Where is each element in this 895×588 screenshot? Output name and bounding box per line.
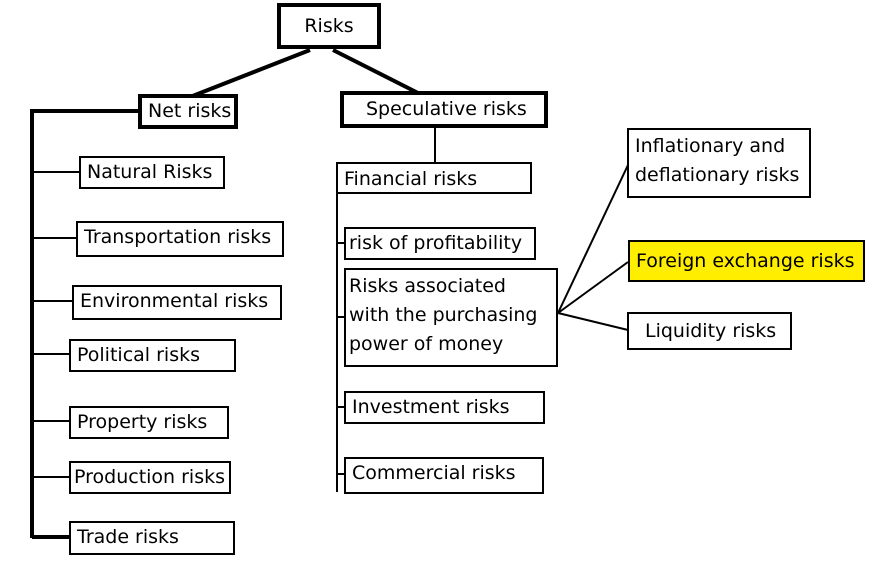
node-inflationary-deflationary-risks: Inflationary and deflationary risks bbox=[627, 128, 811, 198]
fan-inflation bbox=[557, 164, 629, 314]
node-risks: Risks bbox=[277, 3, 381, 49]
node-property-risks: Property risks bbox=[69, 406, 229, 439]
node-financial-risks: Financial risks bbox=[336, 162, 532, 194]
connector-root-speculative bbox=[332, 48, 421, 96]
node-commercial-risks: Commercial risks bbox=[344, 457, 544, 494]
node-production-risks: Production risks bbox=[69, 461, 231, 494]
node-risk-of-profitability: risk of profitability bbox=[344, 227, 536, 260]
node-transportation-risks: Transportation risks bbox=[76, 221, 284, 257]
fan-foreign-exchange bbox=[557, 261, 629, 314]
node-investment-risks: Investment risks bbox=[344, 391, 545, 424]
fan-liquidity bbox=[557, 312, 629, 331]
node-trade-risks: Trade risks bbox=[69, 521, 235, 555]
node-purchasing-power-risks: Risks associated with the purchasing pow… bbox=[344, 268, 558, 367]
node-foreign-exchange-risks: Foreign exchange risks bbox=[628, 240, 865, 282]
node-natural-risks: Natural Risks bbox=[79, 156, 225, 189]
node-speculative-risks: Speculative risks bbox=[340, 91, 548, 128]
node-liquidity-risks: Liquidity risks bbox=[627, 312, 792, 350]
node-political-risks: Political risks bbox=[69, 339, 236, 372]
node-net-risks: Net risks bbox=[138, 94, 238, 129]
node-environmental-risks: Environmental risks bbox=[72, 285, 282, 320]
connector-root-net bbox=[189, 48, 311, 99]
